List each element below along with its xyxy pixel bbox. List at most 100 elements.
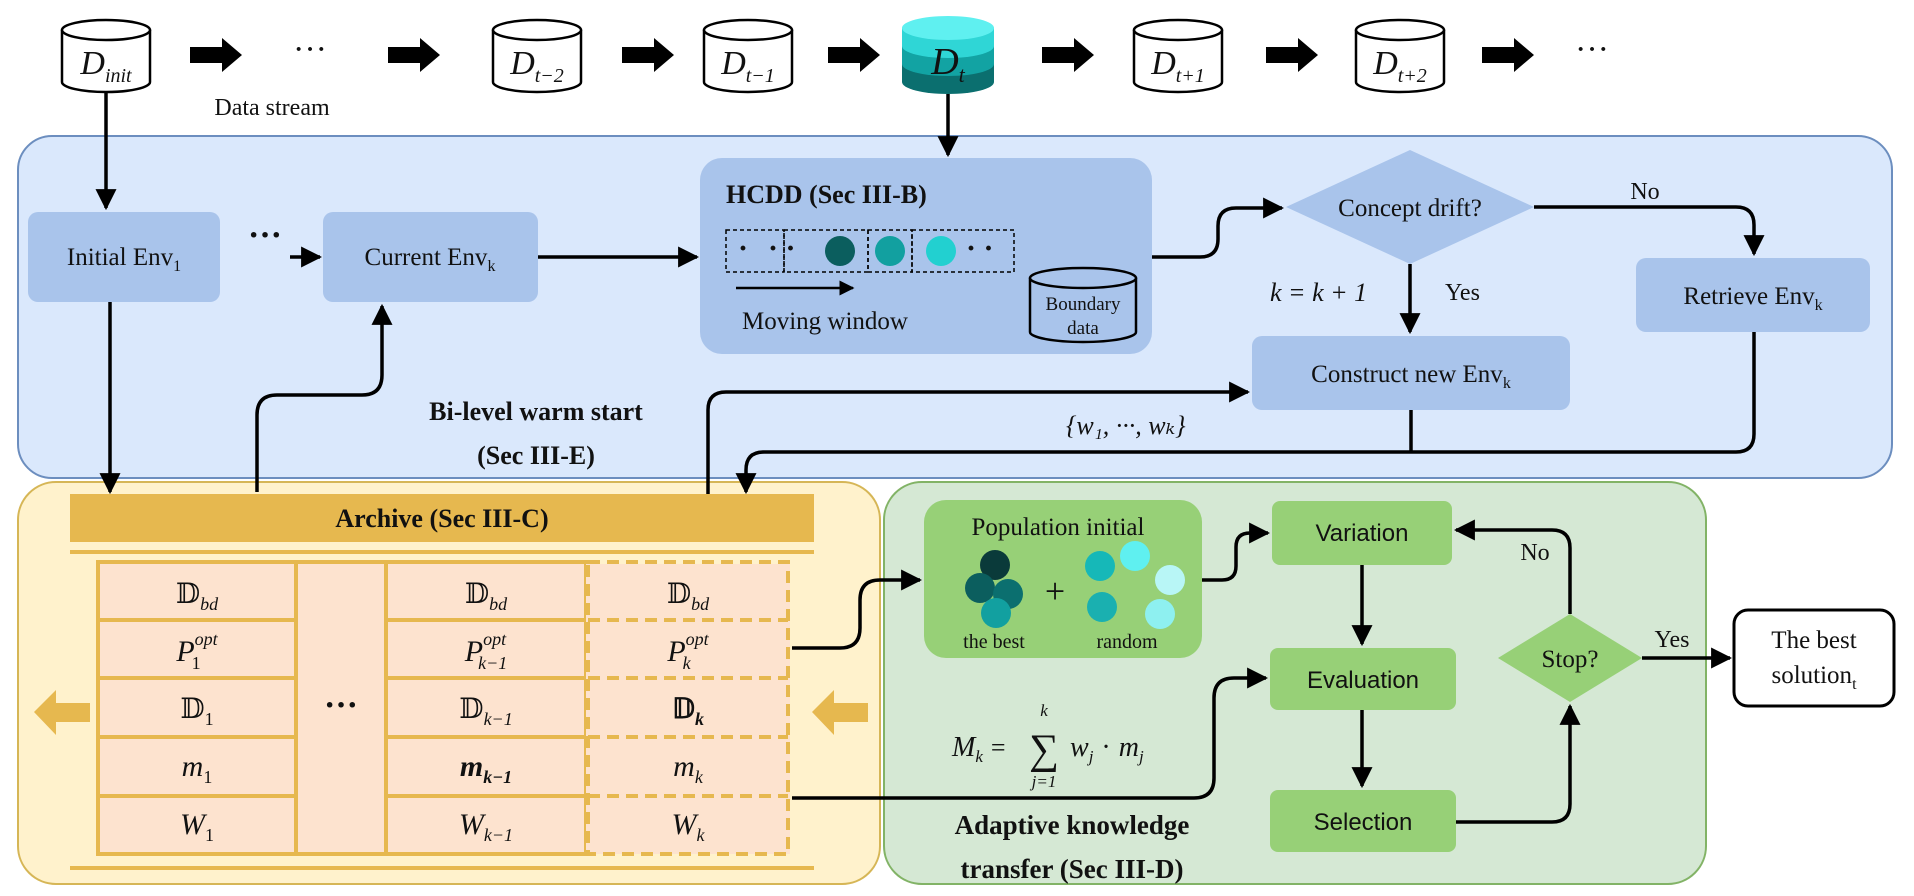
- disk-base: D: [930, 41, 958, 83]
- svg-text:· ·: · ·: [768, 232, 796, 265]
- data-disk-t-plus-2: Dt+2: [1354, 18, 1446, 94]
- cell-sub: 1: [192, 653, 201, 673]
- best-solution-line1: The best: [1771, 627, 1856, 654]
- data-disk-init: Dinit: [60, 18, 152, 94]
- transfer-formula: Mk= k ∑ j=1 wj·mj: [951, 701, 1144, 791]
- best-solution-line2: solution: [1771, 662, 1852, 689]
- cell-sup: opt: [195, 629, 219, 649]
- cell-base: m: [460, 750, 483, 783]
- env-sub: 1: [173, 258, 181, 275]
- concept-drift-question: Concept drift?: [1338, 195, 1482, 222]
- env-label: Construct new Env: [1311, 361, 1503, 388]
- window-dot-2: [875, 236, 905, 266]
- formula-term2: m: [1119, 732, 1139, 763]
- selection-label: Selection: [1314, 809, 1413, 836]
- variation-box: Variation: [1272, 501, 1452, 565]
- svg-text:𝔻1: 𝔻1: [180, 694, 213, 729]
- boundary-data-store: Boundary data: [1028, 266, 1138, 344]
- svg-text:Dt+2: Dt+2: [1372, 45, 1427, 87]
- cell-base: W: [672, 808, 700, 841]
- cell-base: 𝔻: [672, 694, 695, 725]
- formula-eq: =: [991, 733, 1006, 762]
- cell-base: 𝔻: [176, 579, 200, 610]
- svg-text:𝔻bd: 𝔻bd: [667, 579, 710, 614]
- cell-sub: 1: [203, 767, 212, 787]
- cell-sub: k: [697, 825, 706, 845]
- initial-env-box: Initial Env1: [28, 212, 220, 302]
- svg-text:𝔻k: 𝔻k: [672, 694, 704, 729]
- archive-shift-left-arrow: [34, 690, 90, 735]
- disk-base: D: [1150, 45, 1176, 82]
- svg-text:wj·mj: wj·mj: [1070, 732, 1144, 766]
- formula-term2-sub: j: [1137, 747, 1144, 766]
- cell-base: m: [182, 750, 204, 783]
- cell-sub: k−1: [484, 709, 513, 729]
- disk-base: D: [720, 45, 746, 82]
- formula-lhs: M: [951, 732, 977, 763]
- svg-text:Dt−2: Dt−2: [509, 45, 564, 87]
- disk-base: D: [509, 45, 535, 82]
- stop-yes-label: Yes: [1655, 627, 1690, 653]
- hcdd-title: HCDD (Sec III-B): [726, 180, 927, 209]
- connectors: [95, 92, 1765, 824]
- svg-text:mk: mk: [673, 750, 704, 787]
- disk-base: D: [79, 45, 105, 82]
- stop-decision: Stop?: [1498, 614, 1642, 702]
- data-stream: Dinit Dt−2 Dt−1 Dt Dt+1 Dt+2: [60, 16, 1609, 121]
- boundary-label-2: data: [1067, 318, 1099, 339]
- disk-sub: t+1: [1176, 65, 1205, 87]
- cell-sub: k−1: [483, 767, 512, 787]
- formula-term: w: [1070, 732, 1089, 763]
- svg-text:𝔻bd: 𝔻bd: [176, 579, 219, 614]
- plus-sign: +: [1045, 571, 1065, 611]
- bilevel-title-2: (Sec III-E): [477, 441, 595, 470]
- selection-box: Selection: [1270, 790, 1456, 852]
- env-label: Initial Env: [67, 244, 174, 271]
- drift-no-label: No: [1630, 179, 1659, 205]
- cell-sub: k: [695, 767, 704, 787]
- drift-yes-label: Yes: [1445, 280, 1480, 306]
- cell-sub: bd: [489, 594, 508, 614]
- svg-text:Wk−1: Wk−1: [459, 808, 513, 845]
- formula-sigma: ∑: [1029, 727, 1059, 773]
- k-update-label: k = k + 1: [1270, 278, 1367, 307]
- disk-base: D: [1372, 45, 1398, 82]
- stream-ellipsis-2: ···: [1575, 31, 1609, 68]
- best-solution-sub: t: [1852, 676, 1857, 693]
- boundary-label-1: Boundary: [1046, 294, 1121, 315]
- concept-drift-decision: Concept drift?: [1286, 150, 1534, 264]
- archive-title: Archive (Sec III-C): [335, 504, 548, 533]
- cell-base: 𝔻: [180, 694, 204, 725]
- svg-text:Dt+1: Dt+1: [1150, 45, 1205, 87]
- current-env-box: Current Envk: [323, 212, 538, 302]
- the-best-label: the best: [963, 631, 1025, 653]
- svg-text:·: ·: [738, 232, 748, 265]
- cell-base: m: [673, 750, 695, 783]
- svg-text:· ·: · ·: [966, 232, 994, 265]
- svg-text:Dt−1: Dt−1: [720, 45, 775, 87]
- cell-base: 𝔻: [465, 579, 489, 610]
- cell-sup: opt: [483, 629, 507, 649]
- svg-text:Initial Env1: Initial Env1: [67, 244, 181, 275]
- svg-text:mk−1: mk−1: [460, 750, 512, 787]
- retrieve-env-box: Retrieve Envk: [1636, 258, 1870, 332]
- env-ellipsis: ···: [248, 217, 282, 254]
- svg-text:𝔻bd: 𝔻bd: [465, 579, 508, 614]
- disk-sub: t−1: [746, 65, 775, 87]
- cell-base: 𝔻: [459, 694, 483, 725]
- env-sub: k: [487, 258, 495, 275]
- cell-sup: opt: [686, 629, 710, 649]
- best-solution-box: The best solutiont: [1732, 608, 1896, 708]
- disk-sub: t+2: [1398, 65, 1427, 87]
- cell-sub: 1: [205, 709, 214, 729]
- data-disk-t-plus-1: Dt+1: [1132, 18, 1224, 94]
- transfer-title-1: Adaptive knowledge: [955, 810, 1190, 840]
- window-dot-1: [825, 236, 855, 266]
- svg-text:Mk=: Mk=: [951, 732, 1006, 766]
